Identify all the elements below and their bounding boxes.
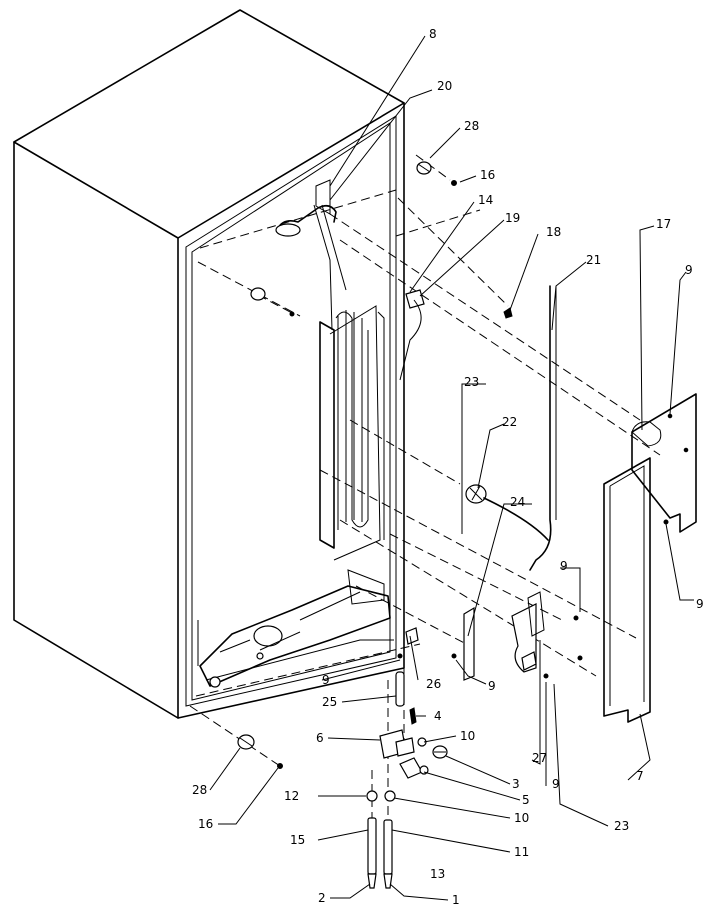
label-17: 17	[656, 217, 671, 231]
label-9-e: 9	[488, 679, 496, 693]
label-4: 4	[434, 709, 442, 723]
part-19-bracket	[399, 289, 425, 381]
label-9-a: 9	[685, 263, 693, 277]
rear-panel-button	[250, 287, 295, 317]
label-5: 5	[522, 793, 530, 807]
leader-lines	[209, 35, 694, 901]
part-2-cap	[367, 873, 377, 889]
part-21-power-cord	[529, 285, 557, 571]
label-22: 22	[502, 415, 517, 429]
parts	[237, 161, 669, 889]
label-28-top: 28	[464, 119, 479, 133]
label-23-b: 23	[614, 819, 629, 833]
part-13-tube	[383, 819, 393, 875]
part-25-rod	[395, 671, 405, 707]
part-15-tube	[367, 817, 377, 875]
label-14: 14	[478, 193, 493, 207]
label-9-d: 9	[322, 673, 330, 687]
condenser-coil	[319, 305, 385, 561]
label-18: 18	[546, 225, 561, 239]
label-16-top: 16	[480, 168, 495, 182]
part-1-cap	[383, 873, 393, 889]
label-10-b: 10	[514, 811, 529, 825]
label-8: 8	[429, 27, 437, 41]
part-28-plug-bottom	[237, 734, 255, 750]
back-cover-panel-17	[631, 393, 697, 533]
part-9-screws	[397, 519, 669, 679]
part-18-screw	[503, 307, 513, 319]
label-16-bottom: 16	[198, 817, 213, 831]
label-7: 7	[636, 769, 644, 783]
label-3: 3	[512, 777, 520, 791]
part-28-plug-top	[416, 161, 432, 175]
callout-labels: 8 20 28 16 14 19 18 21 17 9 23 22 24 9 9…	[192, 27, 704, 907]
label-28-bottom: 28	[192, 783, 207, 797]
label-9-f: 9	[552, 777, 560, 791]
part-24-strap	[463, 606, 475, 681]
back-cover-panel-7	[603, 457, 651, 723]
label-23-a: 23	[464, 375, 479, 389]
label-12: 12	[284, 789, 299, 803]
cabinet-left-foot-detail	[185, 612, 199, 666]
label-20: 20	[437, 79, 452, 93]
part-4-screw	[409, 707, 417, 725]
part-26-connector	[405, 627, 419, 645]
part-3-nut	[432, 745, 448, 759]
part-5-elbow	[399, 757, 429, 779]
part-10-washers	[384, 737, 427, 802]
label-25: 25	[322, 695, 337, 709]
label-6: 6	[316, 731, 324, 745]
label-10-a: 10	[460, 729, 475, 743]
label-9-b: 9	[560, 559, 568, 573]
label-19: 19	[505, 211, 520, 225]
label-24: 24	[510, 495, 525, 509]
label-15: 15	[290, 833, 305, 847]
top-tubing	[275, 179, 347, 331]
label-13: 13	[430, 867, 445, 881]
part-27-clip	[521, 651, 537, 671]
part-6-valve-assembly	[379, 729, 415, 759]
label-1: 1	[452, 893, 460, 907]
label-26: 26	[426, 677, 441, 691]
label-21: 21	[586, 253, 601, 267]
part-12-washer	[366, 790, 378, 802]
part-16-screw-bottom	[277, 763, 283, 769]
label-9-c: 9	[696, 597, 704, 611]
label-11: 11	[514, 845, 529, 859]
compressor-area	[199, 569, 394, 688]
part-22-drain-fitting	[465, 484, 549, 541]
label-2: 2	[318, 891, 326, 905]
part-16-screw-top	[451, 180, 457, 186]
label-27: 27	[532, 751, 547, 765]
